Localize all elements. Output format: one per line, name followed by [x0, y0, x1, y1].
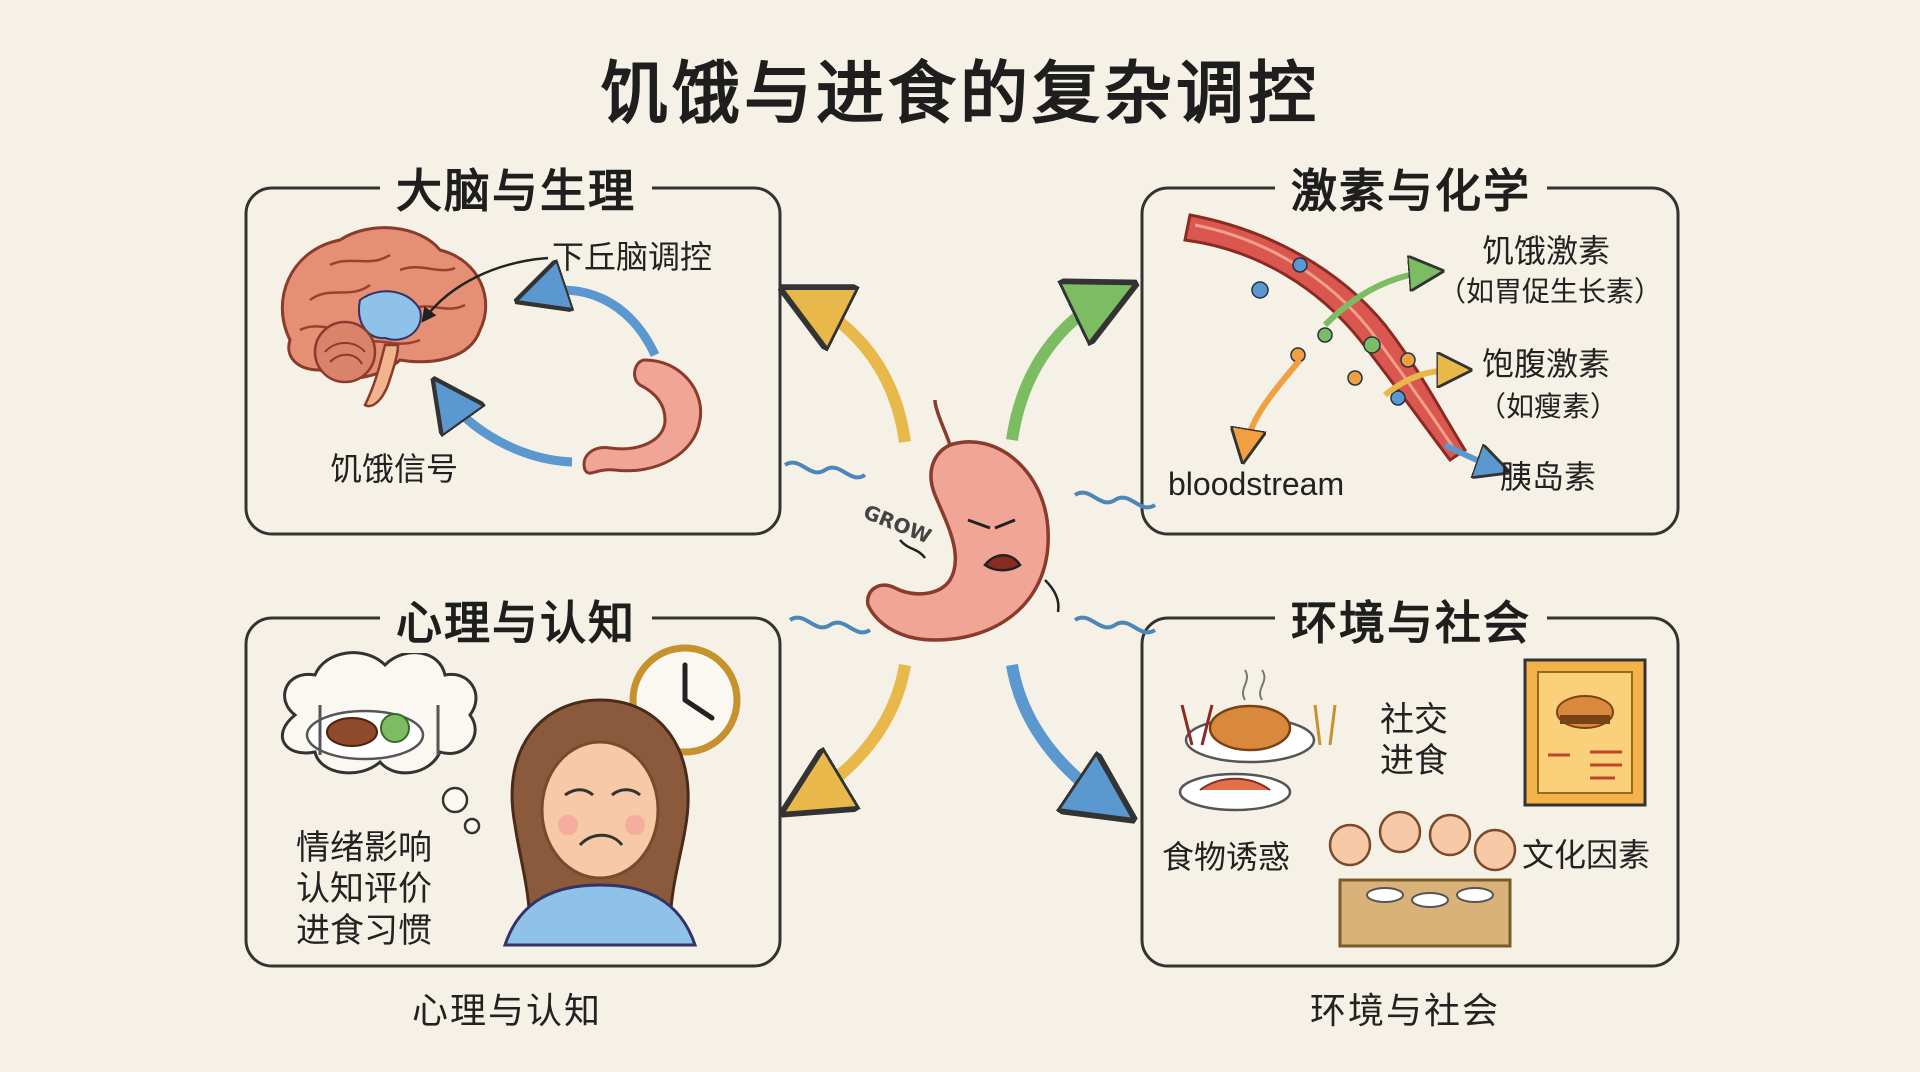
env-caption: 环境与社会 [1310, 991, 1501, 1032]
blood-particle [1363, 336, 1381, 354]
main-title: 饥饿与进食的复杂调控 [599, 55, 1320, 134]
stomach-to-brain-arrow-lower [445, 395, 573, 467]
bloodstream-label: bloodstream [1168, 466, 1345, 502]
social-eating-line-1: 社交 [1380, 700, 1448, 740]
env-panel-title: 环境与社会 [1275, 587, 1547, 653]
arrow-to-psych [805, 663, 911, 800]
psych-panel-title: 心理与认知 [380, 587, 652, 653]
insulin-label: 胰岛素 [1500, 458, 1597, 496]
central-stomach-character [865, 399, 1060, 642]
psych-caption: 心理与认知 [412, 991, 603, 1032]
arrow-to-brain [805, 300, 911, 443]
psych-factor-cognition: 认知评价 [296, 869, 432, 910]
family-dining-scene [1328, 810, 1517, 948]
arrow-to-env [1006, 663, 1112, 805]
ghrelin-arrow [1322, 272, 1430, 328]
thought-bubble-small [463, 817, 481, 835]
culture-label: 文化因素 [1522, 836, 1651, 874]
wave-env [1073, 615, 1157, 635]
leptin-label: 饱腹激素 [1482, 345, 1611, 383]
blood-particle [1390, 390, 1406, 406]
ghrelin-label: 饥饿激素 [1482, 232, 1611, 270]
wave-psych [788, 615, 872, 635]
dreamed-steak-plate [305, 705, 440, 761]
blood-arrow [1245, 358, 1303, 450]
blood-particle [1400, 352, 1416, 368]
blood-particle [1347, 370, 1363, 386]
social-eating-label: 社交 进食 [1380, 700, 1448, 783]
psych-factor-emotion: 情绪影响 [296, 828, 432, 868]
roast-chicken-dinner [1180, 669, 1337, 764]
blood-particle [1317, 327, 1333, 343]
thought-bubble-large [441, 786, 469, 814]
hormone-panel-title: 激素与化学 [1275, 155, 1547, 221]
hypothalamus-label: 下丘脑调控 [552, 238, 713, 276]
arrow-to-hormones [1006, 295, 1112, 441]
small-stomach-illustration [582, 358, 703, 475]
stomach-to-brain-arrow-upper [535, 290, 660, 357]
brain-panel-title: 大脑与生理 [380, 155, 652, 221]
psych-factor-list: 情绪影响 认知评价 进食习惯 [296, 828, 432, 952]
food-temptation-label: 食物诱惑 [1162, 838, 1291, 876]
hunger-signal-label: 饥饿信号 [330, 450, 459, 488]
wave-hormones [1073, 490, 1157, 510]
blood-particle [1292, 257, 1308, 273]
wave-brain [783, 460, 867, 480]
burger-advertisement-poster [1523, 658, 1647, 807]
growl-line [899, 539, 927, 559]
leptin-sub-label: （如瘦素） [1478, 390, 1619, 423]
blood-particle [1251, 281, 1269, 299]
brain-illustration [280, 226, 488, 408]
psych-factor-habit: 进食习惯 [296, 910, 432, 951]
food-tray [1178, 772, 1292, 812]
ghrelin-sub-label: （如胃促生长素） [1438, 275, 1663, 308]
insulin-arrow [1443, 442, 1497, 468]
social-eating-line-2: 进食 [1380, 741, 1448, 782]
leptin-arrow [1383, 370, 1458, 398]
blood-vessel-illustration [1183, 213, 1468, 463]
worried-person [502, 698, 698, 947]
